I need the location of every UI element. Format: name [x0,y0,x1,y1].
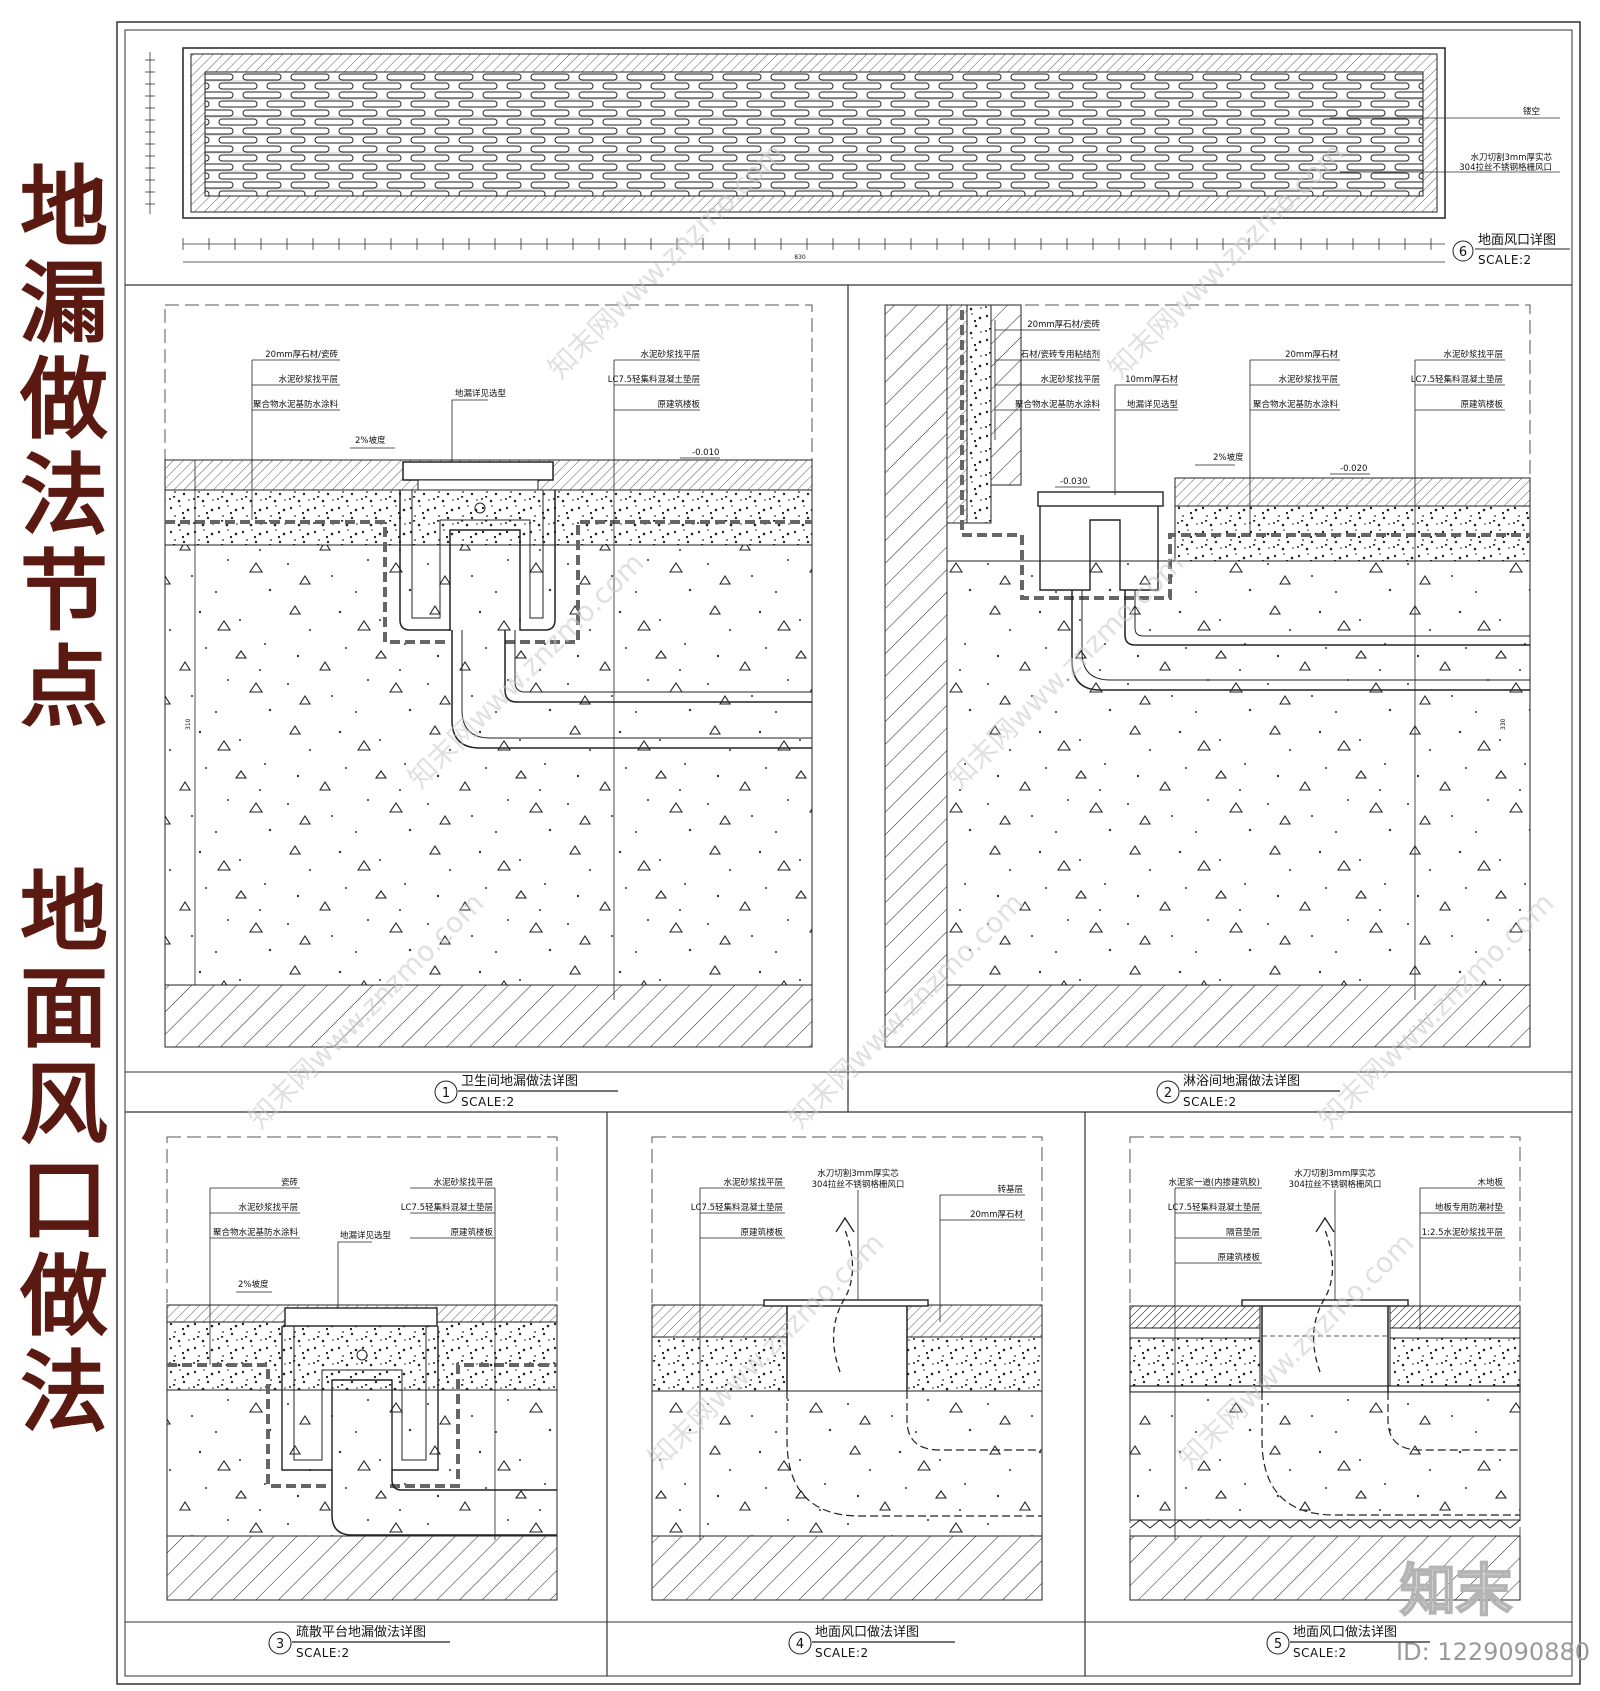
detail4-right-label-1: 20mm厚石材 [970,1209,1023,1220]
detail5-floor-vent-wood: 水泥浆一道(内掺建筑胶) LC7.5轻集料混凝土垫层 隔音垫层 原建筑楼板 水刀… [1129,1136,1521,1660]
detail2-right-label-2: 原建筑楼板 [1460,399,1503,410]
detail5-top-label-2: 304拉丝不锈钢格栅风口 [1289,1179,1382,1190]
detail2-right-label-1: LC7.5轻集料混凝土垫层 [1411,374,1503,385]
detail2-dim: 330 [1500,718,1507,730]
detail2-shower-drain: 20mm厚石材/瓷砖 石材/瓷砖专用粘结剂 水泥砂浆找平层 聚合物水泥基防水涂料… [884,304,1531,1109]
detail2-mid-label-1: 地漏详见选型 [1127,399,1179,410]
detail3-caption: 疏散平台地漏做法详图 [296,1624,426,1640]
detail3-right-label-0: 水泥砂浆找平层 [433,1177,493,1188]
title-char: 地 [19,861,108,964]
detail4-left-label-0: 水泥砂浆找平层 [723,1177,783,1188]
detail3-scale: SCALE:2 [296,1646,350,1660]
detail6-caption: 地面风口详图 [1478,233,1556,248]
detail3-right-label-1: LC7.5轻集料混凝土垫层 [401,1202,493,1213]
detail4-left-label-2: 原建筑楼板 [740,1227,783,1238]
detail3-slope: 2%坡度 [238,1279,269,1290]
title-char: 做 [19,348,108,451]
detail2-scale: SCALE:2 [1183,1095,1237,1109]
detail6-label-top: 镂空 [1523,106,1540,117]
detail4-floor-vent: 水泥砂浆找平层 LC7.5轻集料混凝土垫层 原建筑楼板 水刀切割3mm厚实芯 3… [651,1136,1043,1660]
image-id: ID: 1229090880 [1396,1638,1590,1666]
detail4-left-label-1: LC7.5轻集料混凝土垫层 [691,1202,783,1213]
detail6-scale: SCALE:2 [1478,253,1532,267]
title-char: 节 [19,540,108,643]
detail5-scale: SCALE:2 [1293,1646,1347,1660]
detail1-left-label-0: 20mm厚石材/瓷砖 [265,349,338,360]
detail2-number: 2 [1164,1086,1172,1101]
detail3-left-label-0: 瓷砖 [281,1177,299,1188]
detail3-left-label-1: 水泥砂浆找平层 [238,1202,298,1213]
detail6-number: 6 [1459,245,1467,260]
detail6-label-bottom-2: 304拉丝不锈钢格栅风口 [1459,162,1552,173]
detail5-right-label-1: 地板专用防潮衬垫 [1435,1202,1504,1213]
title-char: 法 [19,444,108,547]
detail2-wall-label-2: 水泥砂浆找平层 [1040,374,1100,385]
side-title-floor-drain: 地 漏 做 法 节 点 [14,160,114,736]
detail1-bathroom-drain: 20mm厚石材/瓷砖 水泥砂浆找平层 聚合物水泥基防水涂料 地漏详见选型 水泥砂… [164,304,813,1109]
detail5-right-label-2: 1:2.5水泥砂浆找平层 [1422,1227,1503,1238]
detail5-left-label-1: LC7.5轻集料混凝土垫层 [1168,1202,1260,1213]
title-char: 点 [19,636,108,739]
detail2-caption: 淋浴间地漏做法详图 [1183,1073,1300,1089]
detail1-center-label: 地漏详见选型 [455,388,507,399]
detail2-center-label-1: 水泥砂浆找平层 [1278,374,1338,385]
inner-frame [124,29,1573,1677]
detail1-right-label-0: 水泥砂浆找平层 [640,349,700,360]
detail4-scale: SCALE:2 [815,1646,869,1660]
detail1-left-label-2: 聚合物水泥基防水涂料 [253,399,339,410]
title-char: 漏 [19,252,108,355]
detail6-overall-dim: 830 [794,254,806,261]
detail4-number: 4 [796,1637,804,1652]
detail1-right-label-1: LC7.5轻集料混凝土垫层 [608,374,700,385]
title-char: 做 [19,1245,108,1348]
detail2-right-label-0: 水泥砂浆找平层 [1443,349,1503,360]
detail5-left-label-0: 水泥浆一道(内掺建筑胶) [1168,1177,1260,1188]
detail2-wall-label-0: 20mm厚石材/瓷砖 [1027,319,1100,330]
detail5-right-label-0: 木地板 [1477,1177,1503,1188]
detail5-number: 5 [1274,1637,1282,1652]
title-char: 法 [19,1341,108,1444]
detail5-caption: 地面风口做法详图 [1293,1625,1397,1640]
detail1-level: -0.010 [692,448,719,458]
detail6-label-bottom-1: 水刀切割3mm厚实芯 [1471,152,1553,163]
title-char: 风 [19,1053,108,1156]
detail3-right-label-2: 原建筑楼板 [450,1227,493,1238]
detail1-slope: 2%坡度 [355,435,386,446]
brand-logo: 知末 [1400,1559,1512,1624]
detail1-dim: 310 [185,718,192,730]
detail5-left-label-3: 原建筑楼板 [1217,1252,1260,1263]
detail4-right-label-0: 转基层 [997,1184,1023,1195]
detail2-center-label-0: 20mm厚石材 [1285,349,1338,360]
detail2-level-right: -0.020 [1340,464,1367,474]
detail5-top-label-1: 水刀切割3mm厚实芯 [1294,1168,1376,1179]
detail2-wall-label-1: 石材/瓷砖专用粘结剂 [1021,349,1100,360]
detail3-center-label: 地漏详见选型 [340,1230,392,1241]
outer-frame [116,21,1581,1685]
detail2-level-left: -0.030 [1060,477,1087,487]
side-title-floor-vent: 地 面 风 口 做 法 [14,865,114,1441]
detail3-left-label-2: 聚合物水泥基防水涂料 [213,1227,299,1238]
detail4-top-label-1: 水刀切割3mm厚实芯 [817,1168,899,1179]
title-char: 地 [19,156,108,259]
detail1-left-label-1: 水泥砂浆找平层 [278,374,338,385]
detail5-left-label-2: 隔音垫层 [1226,1227,1260,1238]
detail4-caption: 地面风口做法详图 [815,1625,919,1640]
detail1-caption: 卫生间地漏做法详图 [461,1073,578,1089]
detail2-mid-label-0: 10mm厚石材 [1125,374,1178,385]
detail2-wall-label-3: 聚合物水泥基防水涂料 [1015,399,1101,410]
title-char: 口 [19,1149,108,1252]
detail3-platform-drain: 瓷砖 水泥砂浆找平层 聚合物水泥基防水涂料 地漏详见选型 水泥砂浆找平层 LC7… [166,1136,558,1660]
detail1-number: 1 [442,1086,450,1101]
detail2-slope: 2%坡度 [1213,452,1244,463]
detail1-right-label-2: 原建筑楼板 [657,399,700,410]
detail3-number: 3 [276,1637,284,1652]
title-char: 面 [19,957,108,1060]
detail1-scale: SCALE:2 [461,1095,515,1109]
detail2-center-label-2: 聚合物水泥基防水涂料 [1253,399,1339,410]
detail4-top-label-2: 304拉丝不锈钢格栅风口 [812,1179,905,1190]
detail6-grille-plan: 830 镂空 水刀切割3mm厚实芯 304拉丝不锈钢格栅风口 6 地面风口详图 … [145,47,1570,267]
